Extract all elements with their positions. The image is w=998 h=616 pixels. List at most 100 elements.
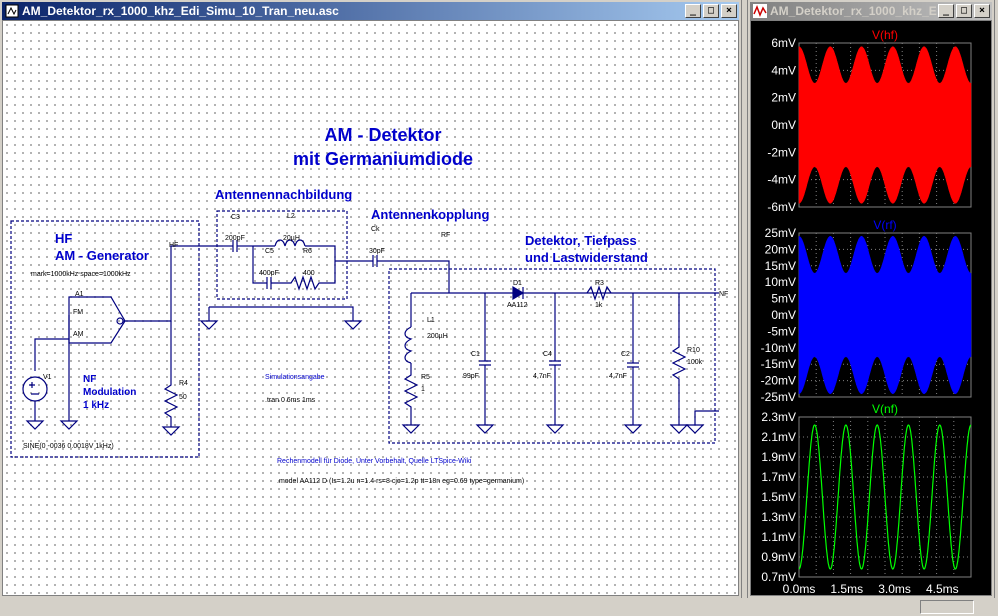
status-bar [0,598,998,616]
pane2-ytick-label: 0mV [771,308,796,322]
model-command[interactable]: .model AA112 D (Is=1.2u n=1.4 rs=8 cjo=1… [277,478,524,485]
schematic-title-1: AM - Detektor [324,125,441,145]
label-nf-2: Modulation [83,387,136,398]
r6-label: R6 [303,248,312,255]
schematic-title-2: mit Germaniumdiode [293,149,473,169]
model-note: Rechenmodell für Diode, Unter Vorbehalt,… [277,458,472,465]
schematic-app-icon [5,4,19,18]
pane1-trace [798,46,972,204]
xtick-label: 0.0ms [783,582,816,595]
label-detektor-2: und Lastwiderstand [525,250,648,265]
r3-resistor[interactable] [586,285,612,301]
r6-value: 400 [303,270,315,277]
r4-label: R4 [179,380,188,387]
hf-generator-box [10,220,200,458]
c1-label: C1 [471,351,480,358]
pane3-ytick-label: 2.1mV [761,430,796,444]
c4-value: 4,7nF [533,373,551,380]
l1-value: 200µH [427,333,448,340]
a1-fm-pin: FM [73,309,83,316]
pane1-ytick-label: 2mV [771,91,796,105]
pane2-trace-name[interactable]: V(rf) [873,218,896,232]
minimize-button[interactable]: _ [685,4,701,18]
generator-params[interactable]: mark=1000kHz space=1000kHz [31,271,131,278]
ck-capacitor[interactable] [372,255,378,267]
pane2-ytick-label: 20mV [765,242,796,256]
pane2-ytick-label: -5mV [767,324,796,338]
r10-value: 100k [687,359,703,366]
d1-diode[interactable] [512,285,525,301]
label-detektor-1: Detektor, Tiefpass [525,233,637,248]
schematic-titlebar[interactable]: AM_Detektor_rx_1000_khz_Edi_Simu_10_Tran… [2,2,739,20]
pane3-ytick-label: 2.3mV [761,410,796,424]
pane3-trace [798,424,972,570]
r4-resistor[interactable] [163,381,179,427]
pane3-pane[interactable]: 2.3mV2.1mV1.9mV1.7mV1.5mV1.3mV1.1mV0.9mV… [761,402,972,584]
antenna-model-box [216,210,348,300]
maximize-button[interactable]: □ [703,4,719,18]
a1-modulator[interactable] [68,296,126,344]
plot-close-button[interactable]: × [974,4,990,18]
v1-label: V1 [43,374,52,381]
c3-value: 200pF [225,235,245,242]
ck-label: Ck [371,226,380,233]
status-field [920,600,974,614]
pane1-ytick-label: -2mV [767,145,796,159]
c1-capacitor[interactable] [479,360,491,366]
plot-titlebar[interactable]: AM_Detektor_rx_1000_khz_E _ □ × [750,2,992,20]
r10-resistor[interactable] [671,293,687,425]
plot-maximize-button[interactable]: □ [956,4,972,18]
a1-am-pin: AM [73,331,84,338]
net-nf: NF [719,291,728,298]
c4-capacitor[interactable] [549,360,561,366]
c5-label: C5 [265,248,274,255]
pane3-ytick-label: 1.9mV [761,450,796,464]
c2-label: C2 [621,351,630,358]
r10-label: R10 [687,347,700,354]
l1-inductor[interactable] [404,326,413,364]
pane3-trace-name[interactable]: V(nf) [872,402,898,416]
xtick-label: 4.5ms [926,582,959,595]
label-nf-3: 1 kHz [83,400,109,411]
schematic-canvas[interactable]: AM - Detektor mit Germaniumdiode Antenne… [2,20,739,596]
pane2-ytick-label: 25mV [765,226,796,240]
net-hf: HF [169,242,178,249]
c1-value: 99pF [463,373,479,380]
ck-value: 30pF [369,248,385,255]
d1-value: AA112 [507,302,528,309]
r3-label: R3 [595,280,604,287]
r5-resistor[interactable] [403,363,419,425]
pane1-ytick-label: -6mV [767,200,796,214]
plot-window-title: AM_Detektor_rx_1000_khz_E [770,4,937,18]
tran-command[interactable]: .tran 0 6ms 1ms [265,397,316,404]
label-nf-1: NF [83,374,96,385]
pane1-ytick-label: 0mV [771,118,796,132]
close-button[interactable]: × [721,4,737,18]
sine-source-text[interactable]: SINE(0 -0036 0.0018V 1kHz) [23,443,114,450]
c5-value: 400pF [259,270,279,277]
pane2-ytick-label: -25mV [761,390,796,404]
label-hf-2: AM - Generator [55,248,149,263]
label-antennennachbildung: Antennennachbildung [215,187,352,202]
plot-minimize-button[interactable]: _ [938,4,954,18]
detector-box [388,268,716,444]
c2-capacitor[interactable] [627,362,639,368]
schematic-window[interactable]: AM_Detektor_rx_1000_khz_Edi_Simu_10_Tran… [0,0,742,599]
r6-resistor[interactable] [271,261,336,291]
pane2-trace [798,235,972,395]
sim-label: Simulationsangabe [265,374,325,381]
pane1-trace-name[interactable]: V(hf) [872,28,898,42]
pane2-pane[interactable]: 25mV20mV15mV10mV5mV0mV-5mV-10mV-15mV-20m… [761,218,972,404]
l2-value: 20µH [283,235,300,242]
c5-capacitor[interactable] [266,277,272,289]
l2-inductor[interactable] [274,239,306,247]
a1-label: A1 [75,291,84,298]
pane2-ytick-label: 15mV [765,259,796,273]
xtick-label: 1.5ms [830,582,863,595]
pane2-ytick-label: -15mV [761,357,796,371]
pane2-ytick-label: -20mV [761,374,796,388]
pane2-ytick-label: 10mV [765,275,796,289]
